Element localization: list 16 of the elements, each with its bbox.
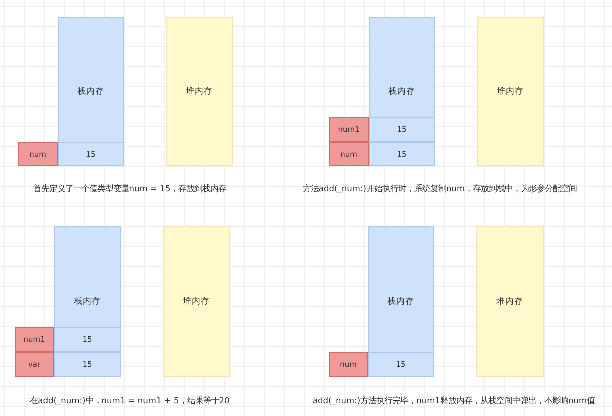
stack-memory-box xyxy=(54,226,121,377)
memory-label: 栈内存 xyxy=(74,296,101,308)
heap-memory-box: 堆内存 xyxy=(476,226,544,377)
heap-memory-box: 堆内存 xyxy=(477,17,544,166)
heap-memory-box: 堆内存 xyxy=(163,226,230,377)
caption: 方法add(_num:)开始执行时，系统复制num，存放到栈中，为形参分配空间 xyxy=(302,184,578,194)
caption: 首先定义了一个值类型变量num = 15，存放到栈内存 xyxy=(33,184,227,194)
caption: 在add(_num:)中，num1 = num1 + 5，结果等于20 xyxy=(30,396,230,406)
stack-memory-box xyxy=(368,226,434,377)
stack-memory-box xyxy=(58,17,124,166)
memory-label: 栈内存 xyxy=(388,86,416,98)
caption: add(_num:)方法执行完毕，num1释放内存，从栈空间中弹出，不影响num值 xyxy=(312,396,596,406)
memory-label: 栈内存 xyxy=(78,86,104,98)
stack-memory-box xyxy=(369,17,435,166)
memory-label: 栈内存 xyxy=(388,296,414,308)
heap-memory-box: 堆内存 xyxy=(166,17,233,166)
